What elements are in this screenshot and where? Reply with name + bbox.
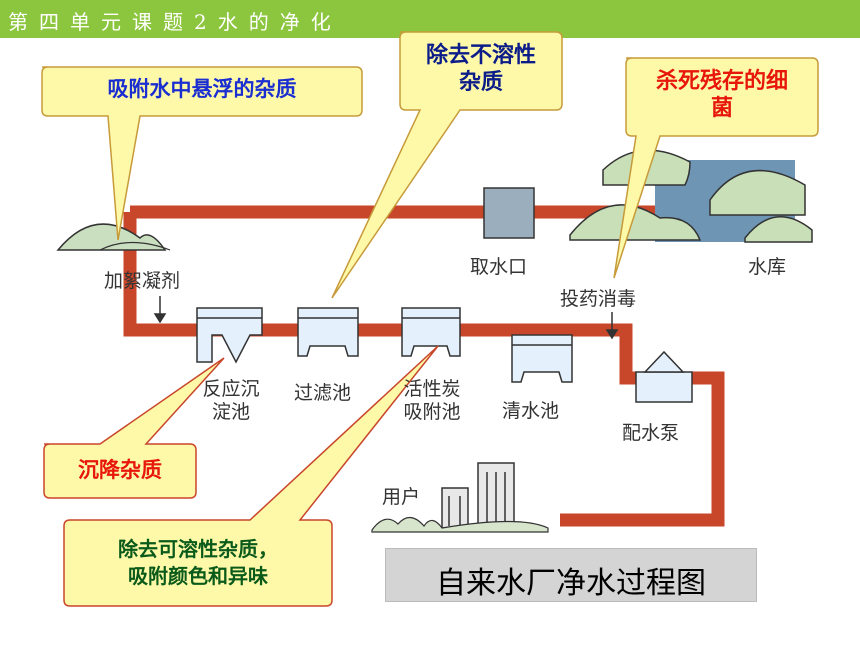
callout-sedimentation-bubble	[43, 357, 225, 499]
diagram-title-box: 自来水厂净水过程图	[385, 548, 757, 602]
label-pump: 配水泵	[622, 422, 680, 444]
callout-remove-insoluble: 除去不溶性 杂质	[425, 43, 536, 95]
user-shrubs	[371, 516, 549, 533]
label-intake: 取水口	[470, 256, 528, 278]
callout-remove-insoluble-bubble	[331, 31, 563, 299]
label-users: 用户	[382, 486, 421, 508]
filter-tank	[297, 307, 359, 357]
diagram-title: 自来水厂净水过程图	[436, 566, 706, 601]
callout-adsorb-suspended-bubble	[41, 66, 363, 241]
label-reaction-tank: 反应沉 淀池	[202, 378, 260, 423]
hill-reservoir-2	[569, 204, 702, 241]
label-disinfect: 投药消毒	[560, 288, 637, 310]
label-clean-water-tank: 清水池	[502, 400, 560, 422]
disinfect-arrow	[605, 312, 619, 340]
pipe-main-line	[123, 212, 725, 527]
pump-house	[635, 350, 693, 403]
label-reservoir: 水库	[748, 256, 787, 278]
callout-adsorb-suspended: 吸附水中悬浮的杂质	[107, 77, 297, 101]
user-buildings	[441, 462, 515, 529]
callout-remove-soluble: 除去可溶性杂质， 吸附颜色和异味	[118, 537, 278, 588]
label-carbon-tank: 活性炭 吸附池	[403, 378, 461, 423]
carbon-tank	[401, 307, 461, 357]
callout-kill-bacteria: 杀死残存的细 菌	[655, 69, 788, 121]
hill-left	[56, 223, 167, 251]
hill-reservoir-4	[744, 216, 813, 243]
callout-sedimentation: 沉降杂质	[78, 458, 162, 482]
slide-title: 第四单元课题2水的净化	[8, 10, 342, 34]
callout-remove-soluble-bubble	[63, 345, 439, 607]
reaction-tank	[196, 307, 263, 364]
clean-water-tank	[511, 334, 573, 383]
coagulant-arrow	[153, 296, 167, 324]
intake-box	[483, 187, 535, 239]
label-coagulant: 加絮凝剂	[104, 270, 181, 292]
label-filter-tank: 过滤池	[294, 382, 352, 404]
callout-kill-bacteria-bubble	[613, 57, 819, 279]
hill-reservoir-3	[709, 169, 806, 216]
